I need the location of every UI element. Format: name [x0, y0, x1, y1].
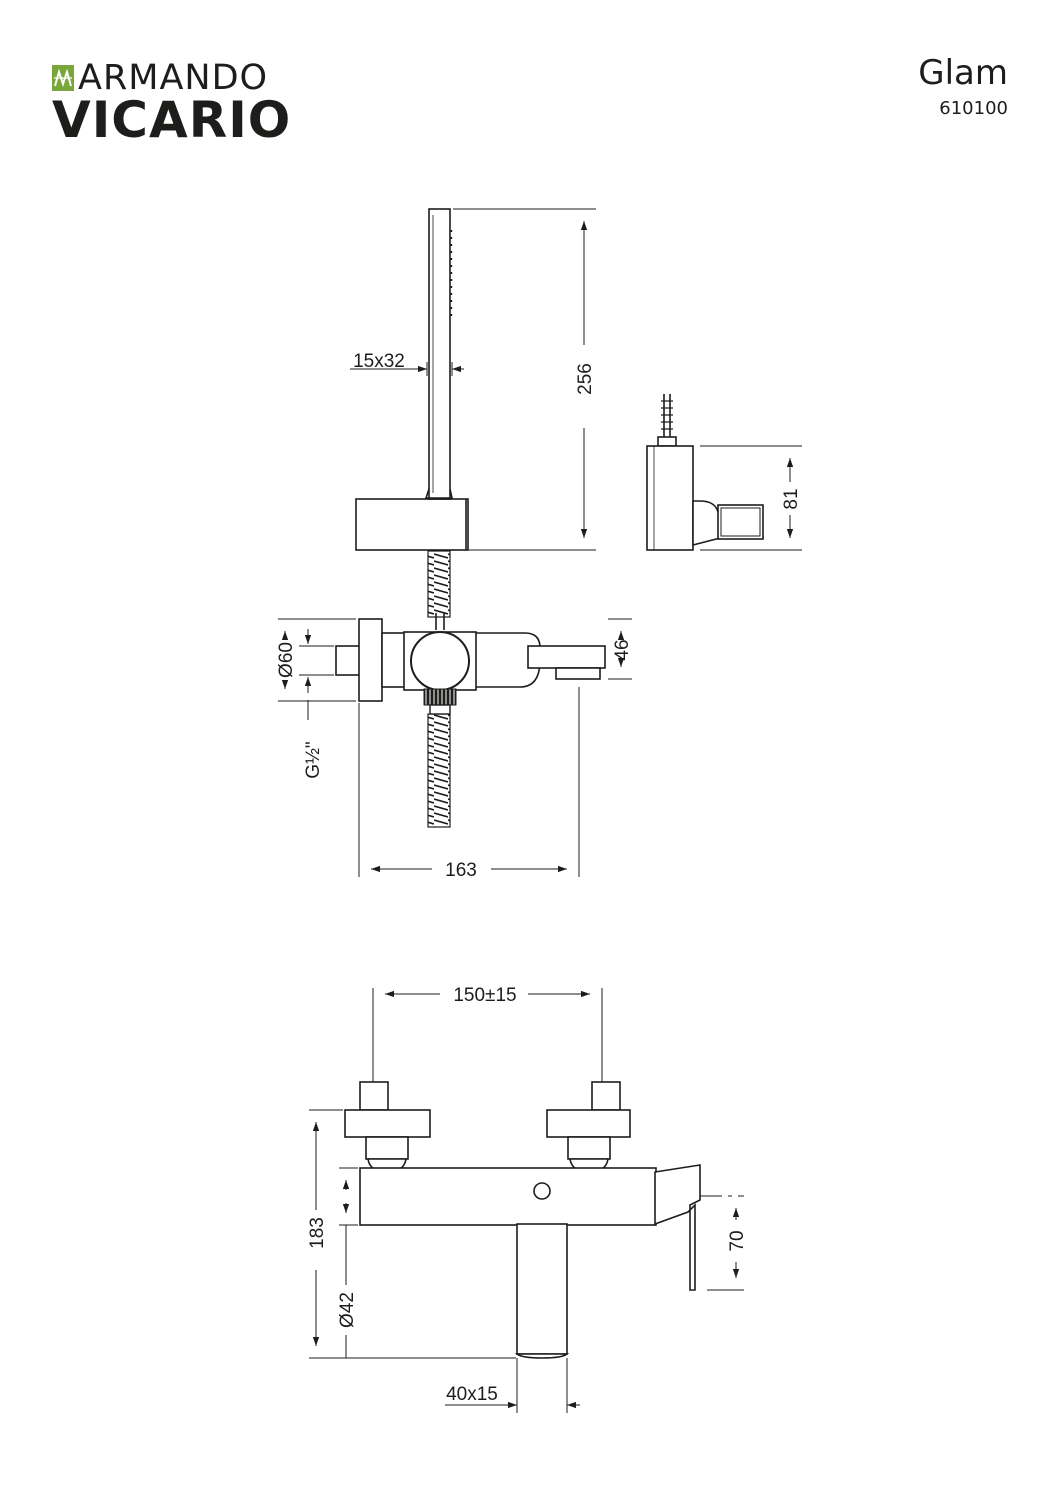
dim-rosette-diameter: Ø60: [276, 642, 297, 678]
hose-connector-nut: [429, 704, 451, 715]
hose-connector-knurl: [423, 688, 457, 706]
product-name: Glam: [918, 53, 1008, 93]
brand-name-last: VICARIO: [52, 91, 292, 149]
dim-spout-section: 40x15: [446, 1384, 498, 1405]
product-info: Glam 610100: [918, 54, 1008, 119]
brand-logo: ARMANDO VICARIO: [52, 60, 342, 150]
logo-mark-icon: [52, 65, 74, 91]
dim-holder-height: 81: [781, 488, 802, 509]
dim-centers: 150±15: [453, 985, 516, 1006]
brand-name-first: ARMANDO: [78, 58, 269, 98]
dim-body-diameter: Ø42: [337, 1292, 358, 1328]
dim-shower-height: 256: [575, 363, 596, 395]
dim-thread: G½": [303, 741, 324, 778]
dim-lever-height: 70: [727, 1230, 748, 1251]
dim-handle-section: 15x32: [353, 351, 405, 372]
wall-holder-side-view: [646, 394, 764, 551]
brand-top-row: ARMANDO: [52, 60, 268, 96]
front-dimension-lines: [309, 988, 744, 1413]
product-code: 610100: [939, 98, 1008, 119]
dim-spout-height: 46: [612, 639, 633, 660]
hose-upper: [427, 550, 451, 618]
hose-lower: [427, 713, 451, 828]
dim-total-height: 183: [307, 1217, 328, 1249]
dimension-labels: 15x32 256 81 Ø60 46 G½" 163 150±15 183 7…: [276, 351, 802, 1405]
hand-shower: [355, 208, 469, 551]
dim-projection: 163: [445, 860, 477, 881]
mixer-top-view: [335, 613, 606, 702]
mixer-front-view: [344, 1081, 701, 1359]
top-dimension-lines: [278, 208, 802, 877]
